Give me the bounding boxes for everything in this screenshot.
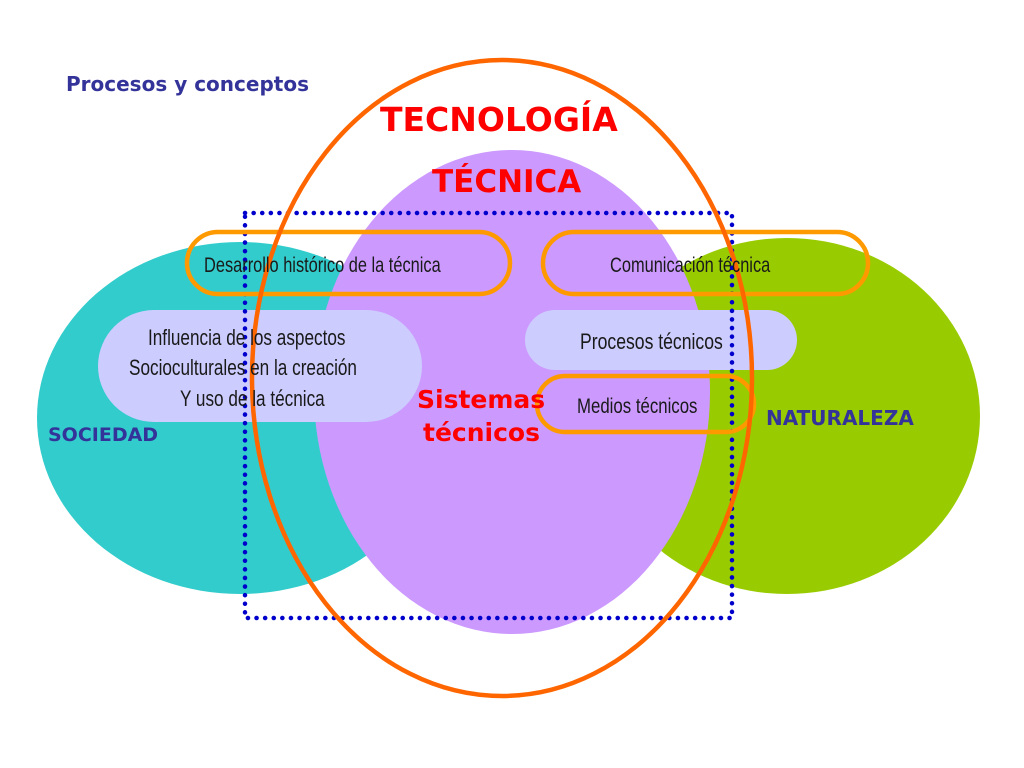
medios-label: Medios técnicos [577,395,698,418]
desarrollo-pill-outline [184,229,513,297]
tecnica-title: TÉCNICA [432,164,582,200]
medios-pill-outline [534,373,757,435]
sistemas-label-line2: técnicos [423,418,540,447]
influencia-pill [98,310,422,422]
comunicacion-pill-outline [540,229,871,297]
desarrollo-label: Desarrollo histórico de la técnica [204,254,441,277]
naturaleza-label: NATURALEZA [766,406,914,430]
procesos-pill [525,310,797,370]
sistemas-dotted-frame [242,210,735,621]
comunicacion-label: Comunicación técnica [610,254,771,277]
procesos-label: Procesos técnicos [580,329,723,354]
influencia-label-line3: Y uso de la técnica [180,386,325,411]
sociedad-label: SOCIEDAD [48,424,159,446]
tecnologia-ellipse [249,57,755,699]
tecnica-ellipse [314,150,710,634]
influencia-label-line2: Socioculturales en la creación [129,355,357,380]
page-heading: Procesos y conceptos [66,72,309,96]
tecnologia-title: TECNOLOGÍA [380,100,618,139]
influencia-label-line1: Influencia de los aspectos [148,325,346,350]
sistemas-label-line1: Sistemas [417,385,546,414]
